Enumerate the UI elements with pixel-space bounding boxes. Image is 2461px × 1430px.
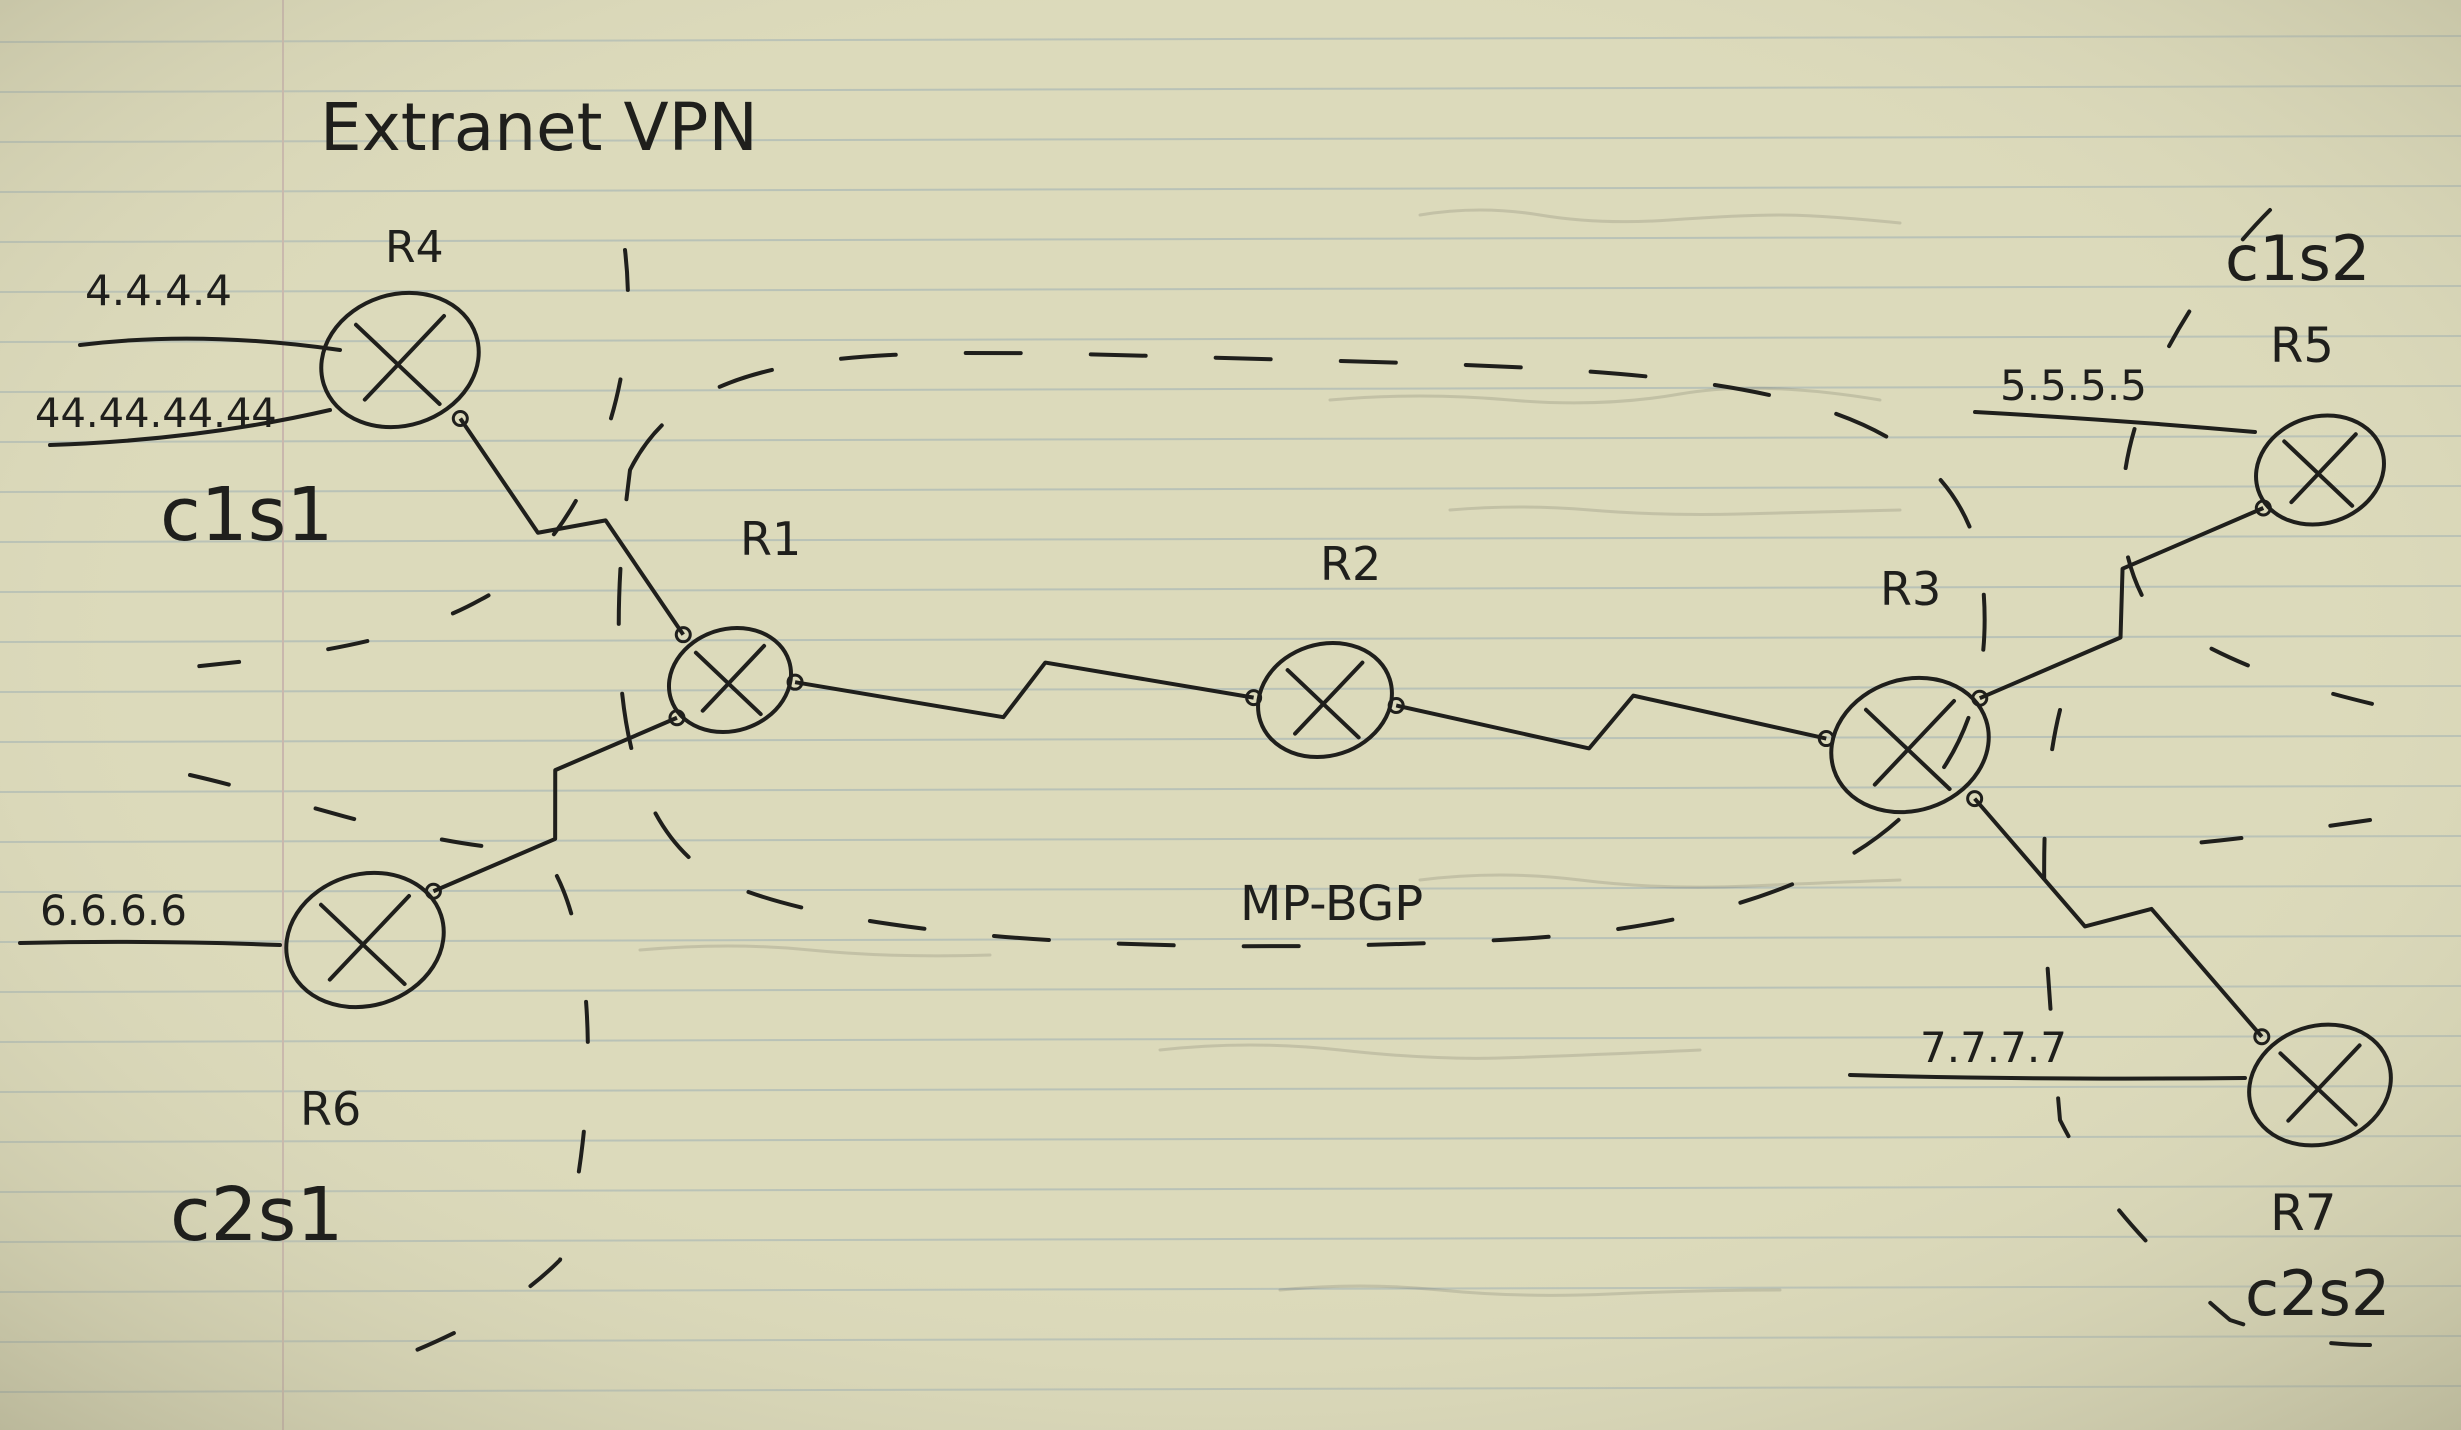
router-label-r2: R2 bbox=[1320, 537, 1381, 591]
routers bbox=[284, 290, 2393, 1148]
router-r1 bbox=[666, 625, 794, 735]
diagram-title: Extranet VPN bbox=[320, 89, 758, 166]
router-symbol bbox=[1829, 675, 1991, 815]
prefix-7-7-7-7: 7.7.7.7 bbox=[1920, 1023, 2067, 1072]
prefix-line-5-5-5-5 bbox=[1973, 410, 2257, 434]
site-c2s1-boundary bbox=[188, 773, 590, 1382]
router-r7 bbox=[2247, 1022, 2393, 1148]
interface-marker bbox=[451, 409, 469, 427]
serial-link-r3-r5 bbox=[1978, 506, 2265, 701]
links bbox=[424, 409, 2272, 1046]
router-symbol bbox=[319, 290, 481, 430]
interface-marker bbox=[2253, 1028, 2271, 1046]
router-cross bbox=[2282, 432, 2358, 508]
router-r3 bbox=[1829, 675, 1991, 815]
serial-link-r2-r3 bbox=[1395, 693, 1827, 751]
prefix-4-4-4-4: 4.4.4.4 bbox=[85, 266, 232, 315]
router-symbol bbox=[2254, 413, 2386, 527]
router-symbol bbox=[284, 870, 446, 1010]
router-label-r1: R1 bbox=[740, 512, 801, 566]
router-label-r7: R7 bbox=[2270, 1184, 2337, 1242]
prefix-44-44-44-44: 44.44.44.44 bbox=[35, 391, 277, 437]
interface-marker bbox=[786, 673, 804, 691]
site-label-c2s1: c2s1 bbox=[170, 1172, 343, 1258]
site-label-c1s1: c1s1 bbox=[160, 472, 333, 558]
mp-bgp-cloud bbox=[616, 350, 1987, 949]
site-c2s2-boundary bbox=[2042, 708, 2372, 1347]
router-label-r4: R4 bbox=[385, 222, 444, 273]
prefix-5-5-5-5: 5.5.5.5 bbox=[2000, 361, 2147, 410]
router-r5 bbox=[2254, 413, 2386, 527]
site-c2s2-boundary-top bbox=[2168, 818, 2372, 847]
site-c1s1-boundary bbox=[158, 248, 630, 672]
router-r4 bbox=[319, 290, 481, 430]
router-symbol bbox=[1256, 640, 1394, 760]
router-label-r3: R3 bbox=[1880, 562, 1941, 616]
prefix-line-6-6-6-6 bbox=[18, 939, 282, 947]
router-cross bbox=[319, 894, 411, 986]
router-r6 bbox=[284, 870, 446, 1010]
router-cross bbox=[1864, 699, 1956, 791]
router-label-r6: R6 bbox=[300, 1082, 361, 1136]
serial-link-r1-r2 bbox=[794, 660, 1254, 720]
prefix-6-6-6-6: 6.6.6.6 bbox=[40, 886, 187, 935]
prefix-line-4-4-4-4 bbox=[78, 336, 342, 352]
router-label-r5: R5 bbox=[2270, 318, 2334, 374]
site-c1s2-boundary bbox=[2120, 208, 2442, 722]
router-r2 bbox=[1256, 640, 1394, 760]
bleed-through-writing bbox=[638, 208, 1902, 1297]
prefix-line-44-44-44-44 bbox=[48, 408, 332, 447]
router-symbol bbox=[2247, 1022, 2393, 1148]
router-cross bbox=[2278, 1043, 2362, 1127]
site-label-c2s2: c2s2 bbox=[2245, 1257, 2390, 1330]
router-cross bbox=[354, 314, 446, 406]
router-cross bbox=[1285, 660, 1365, 740]
prefix-lines bbox=[18, 336, 2257, 1081]
interface-marker bbox=[674, 626, 692, 644]
interface-marker bbox=[1966, 790, 1984, 808]
router-cross bbox=[693, 643, 767, 717]
serial-link-r4-r1 bbox=[458, 417, 685, 636]
core-label: MP-BGP bbox=[1240, 876, 1423, 932]
prefix-line-7-7-7-7 bbox=[1848, 1073, 2247, 1081]
site-label-c1s2: c1s2 bbox=[2225, 222, 2370, 295]
router-symbol bbox=[666, 625, 794, 735]
serial-link-r3-r7 bbox=[1973, 797, 2264, 1039]
serial-link-r6-r1 bbox=[432, 715, 678, 894]
